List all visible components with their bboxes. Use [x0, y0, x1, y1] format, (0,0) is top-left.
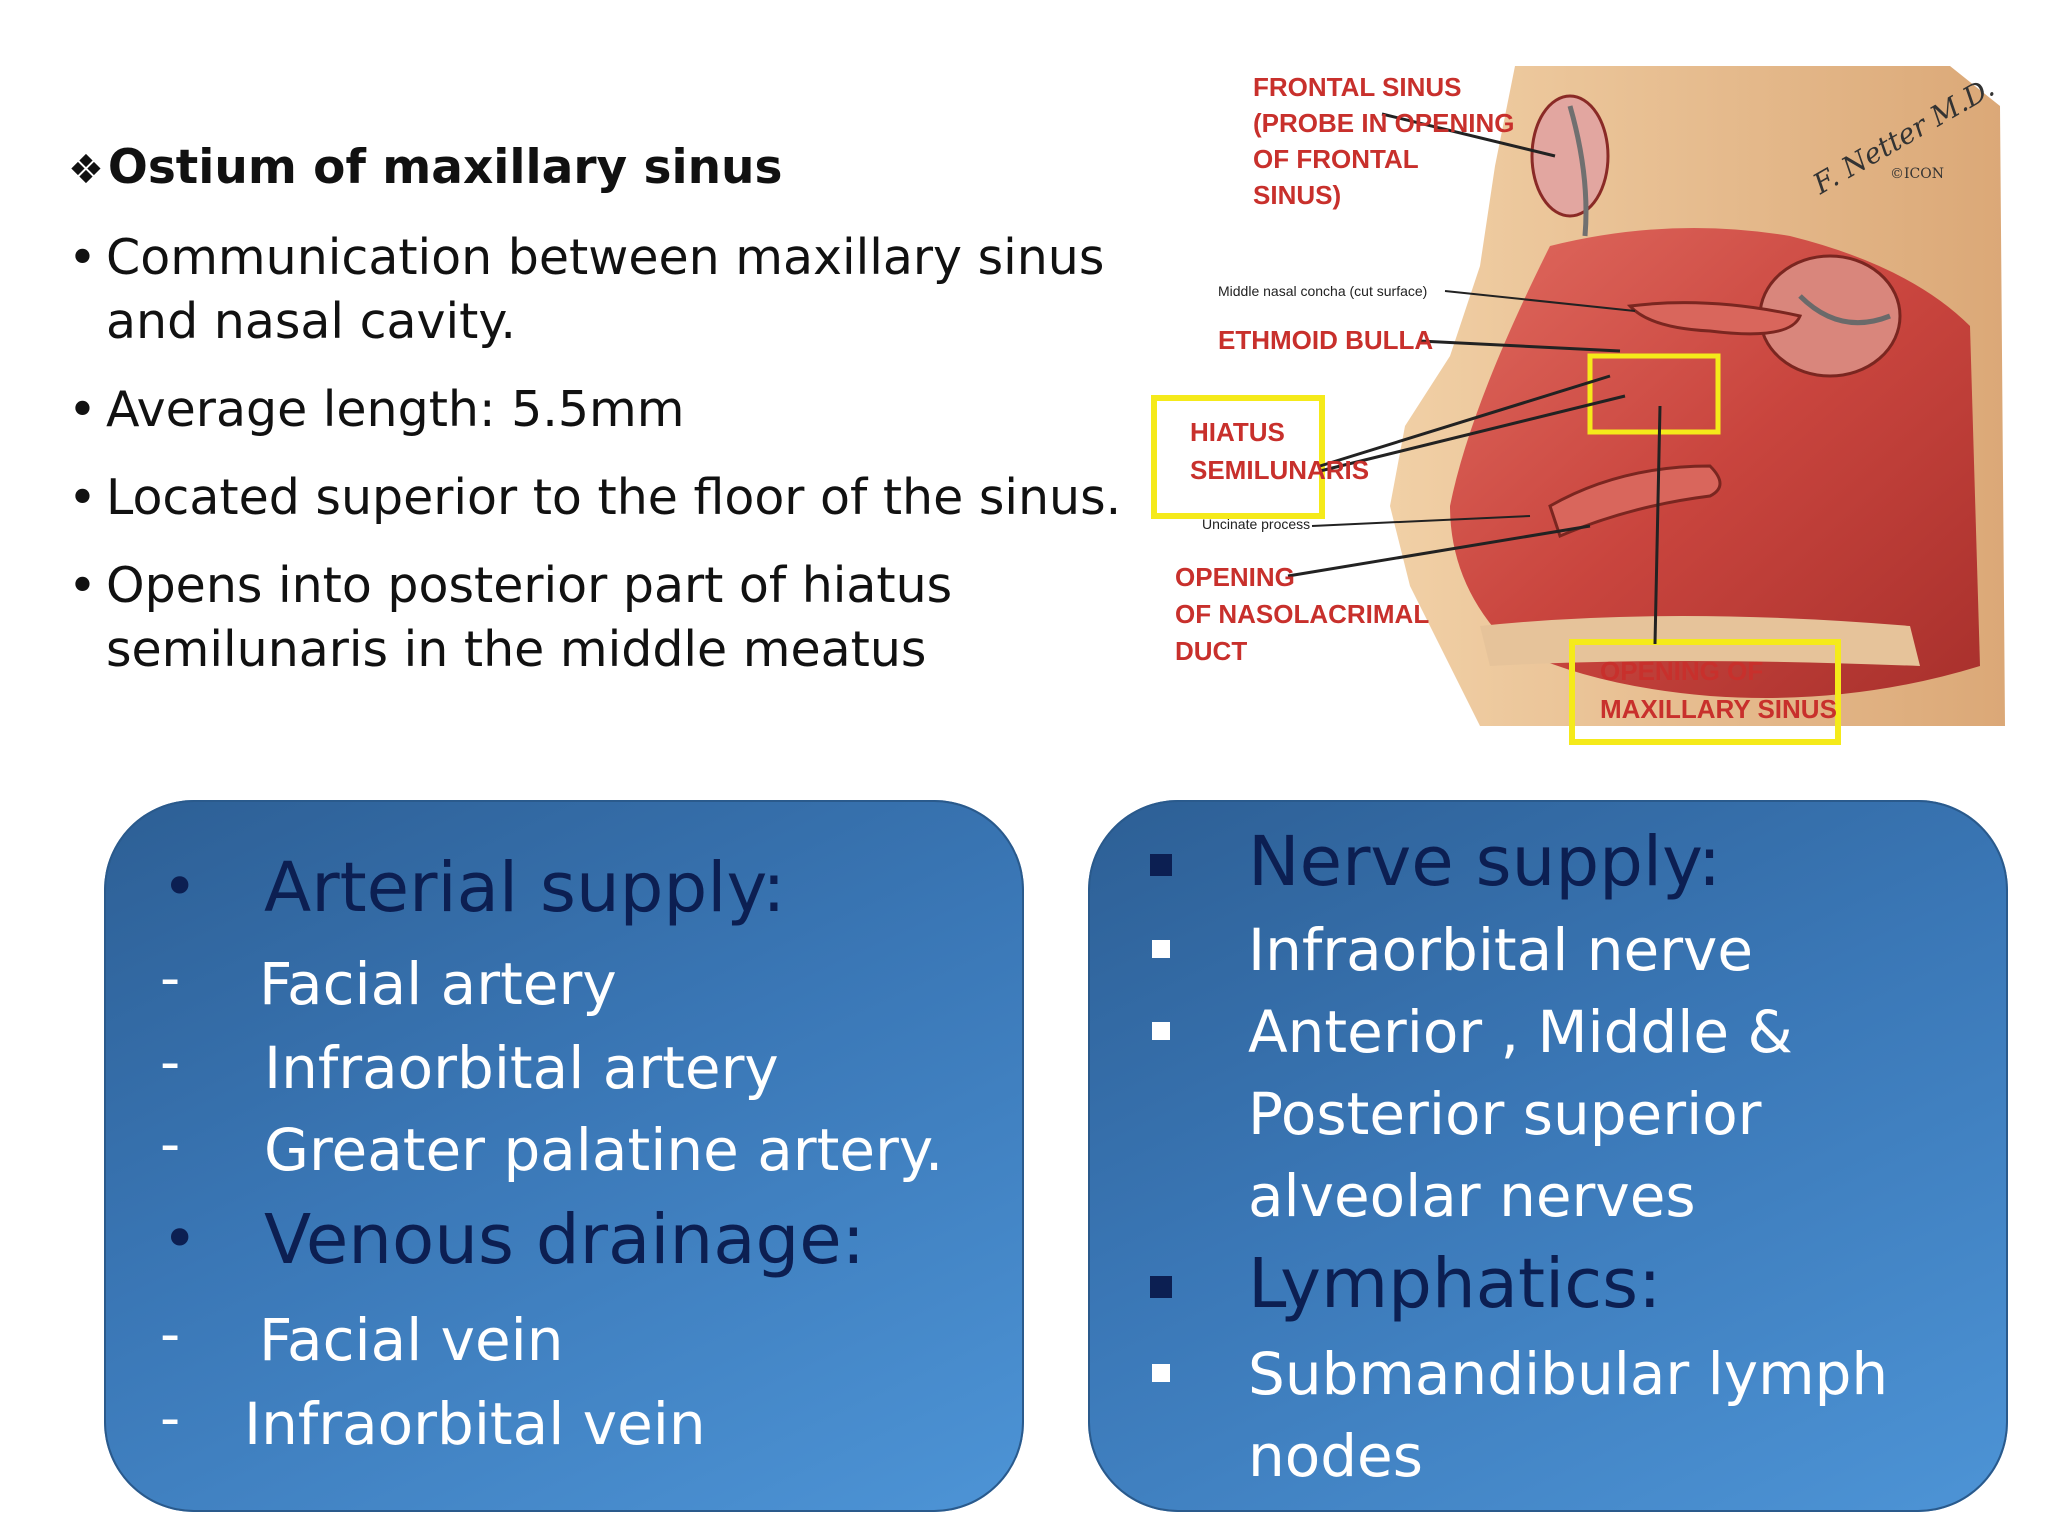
label-frontal-sinus: OF FRONTAL [1253, 144, 1419, 174]
bullet-item: Average length: 5.5mm [68, 378, 1128, 442]
sphenoid-probe [1798, 294, 1891, 326]
label-middle-concha: Middle nasal concha (cut surface) [1218, 283, 1427, 299]
lymph-item-continued: nodes [1248, 1422, 1423, 1490]
leader-line [1311, 515, 1531, 527]
bullet-item: Located superior to the floor of the sin… [68, 466, 1128, 530]
leader-line [1319, 374, 1611, 468]
square-bullet-icon [1152, 940, 1170, 958]
highlight-box-maxillary [1569, 639, 1841, 745]
bullet-item: Opens into posterior part of hiatus semi… [68, 554, 1128, 682]
arterial-supply-heading: Arterial supply: [264, 848, 786, 928]
bullet-marker: • [162, 852, 198, 922]
label-nasolacrimal: DUCT [1175, 636, 1247, 666]
bullet-marker: • [162, 1204, 198, 1274]
nasal-anatomy-figure: FRONTAL SINUS (PROBE IN OPENING OF FRONT… [1150, 66, 2020, 750]
leader-line [1419, 339, 1621, 353]
frontal-sinus [1530, 94, 1610, 218]
venous-drainage-heading: Venous drainage: [264, 1200, 865, 1280]
square-bullet-icon [1152, 1364, 1170, 1382]
diamond-bullet-icon: ❖ [68, 147, 104, 193]
label-uncinate: Uncinate process [1202, 516, 1310, 532]
label-hiatus: HIATUS [1190, 417, 1285, 447]
nerve-item: Anterior , Middle & [1248, 998, 1793, 1066]
label-hiatus: SEMILUNARIS [1190, 455, 1369, 485]
lymphatics-heading: Lymphatics: [1248, 1244, 1662, 1324]
heading-text: Ostium of maxillary sinus [107, 140, 783, 195]
label-ethmoid-bulla: ETHMOID BULLA [1218, 325, 1433, 355]
leader-line [1381, 112, 1556, 158]
label-nasolacrimal: OPENING [1175, 562, 1295, 592]
label-maxillary: OPENING OF [1600, 656, 1763, 686]
lymph-item: Submandibular lymph [1248, 1340, 1889, 1408]
label-maxillary: MAXILLARY SINUS [1600, 694, 1837, 724]
anatomy-illustration: FRONTAL SINUS (PROBE IN OPENING OF FRONT… [1151, 66, 2005, 745]
highlight-box-ostium [1587, 353, 1721, 435]
artery-item: Infraorbital artery [264, 1034, 779, 1102]
dash-marker: - [160, 1030, 181, 1095]
dash-marker: - [160, 1302, 181, 1367]
dash-marker: - [160, 1112, 181, 1177]
nerve-lymph-panel: Nerve supply: Infraorbital nerve Anterio… [1088, 800, 2008, 1512]
vein-item: Infraorbital vein [244, 1390, 706, 1458]
nerve-supply-heading: Nerve supply: [1248, 822, 1722, 902]
nerve-item-continued: alveolar nerves [1248, 1162, 1696, 1230]
square-bullet-icon [1150, 854, 1172, 876]
dash-marker: - [160, 1386, 181, 1451]
leader-line [1653, 405, 1662, 645]
label-frontal-sinus: SINUS) [1253, 180, 1341, 210]
bullet-list: Communication between maxillary sinus an… [68, 226, 1128, 706]
frontal-probe [1567, 105, 1589, 237]
publisher-mark: ©ICON [1890, 166, 1944, 182]
square-bullet-icon [1150, 1276, 1172, 1298]
inferior-concha [1548, 464, 1722, 539]
label-frontal-sinus: (PROBE IN OPENING [1253, 108, 1514, 138]
label-frontal-sinus: FRONTAL SINUS [1253, 72, 1461, 102]
middle-concha [1626, 301, 1803, 336]
artery-item: Facial artery [259, 950, 617, 1018]
nerve-item: Infraorbital nerve [1248, 916, 1754, 984]
blood-supply-panel: • Arterial supply: - Facial artery - Inf… [104, 800, 1024, 1512]
square-bullet-icon [1152, 1022, 1170, 1040]
highlight-box-hiatus [1151, 395, 1325, 519]
leader-line [1287, 524, 1591, 578]
label-nasolacrimal: OF NASOLACRIMAL [1175, 599, 1429, 629]
dash-marker: - [160, 946, 181, 1011]
leader-line [1444, 290, 1636, 312]
vein-item: Facial vein [259, 1306, 564, 1374]
slide-heading: ❖Ostium of maxillary sinus [68, 140, 782, 195]
artery-item: Greater palatine artery. [264, 1116, 944, 1184]
leader-line [1319, 394, 1626, 473]
nerve-item-continued: Posterior superior [1248, 1080, 1762, 1148]
bullet-item: Communication between maxillary sinus an… [68, 226, 1128, 354]
